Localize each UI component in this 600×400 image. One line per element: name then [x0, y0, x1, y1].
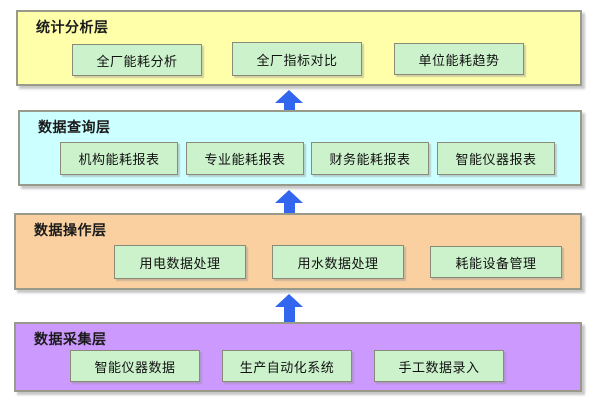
- node-full-plant-index-comparison[interactable]: 全厂指标对比: [232, 42, 362, 76]
- layer-statistical-analysis: 统计分析层 全厂能耗分析 全厂指标对比 单位能耗趋势: [16, 10, 582, 86]
- arrow-head: [275, 90, 303, 103]
- node-manual-data-entry[interactable]: 手工数据录入: [374, 350, 504, 382]
- layer-title-data-acquisition: 数据采集层: [34, 332, 107, 348]
- node-smart-meter-data[interactable]: 智能仪器数据: [70, 350, 200, 382]
- layer-title-data-query: 数据查询层: [38, 120, 111, 136]
- arrow-head: [275, 294, 303, 307]
- arrow-shaft: [284, 201, 295, 218]
- node-org-energy-report[interactable]: 机构能耗报表: [60, 142, 178, 175]
- node-production-automation-system[interactable]: 生产自动化系统: [222, 350, 352, 382]
- node-financial-energy-report[interactable]: 财务能耗报表: [311, 142, 429, 175]
- layer-data-acquisition: 数据采集层 智能仪器数据 生产自动化系统 手工数据录入: [14, 322, 582, 392]
- layer-data-operation: 数据操作层 用电数据处理 用水数据处理 耗能设备管理: [14, 213, 582, 290]
- arrow-shaft: [284, 305, 295, 322]
- node-full-plant-energy-analysis[interactable]: 全厂能耗分析: [72, 44, 202, 76]
- node-energy-equipment-management[interactable]: 耗能设备管理: [430, 246, 562, 278]
- node-electricity-data-processing[interactable]: 用电数据处理: [114, 245, 246, 279]
- node-professional-energy-report[interactable]: 专业能耗报表: [186, 142, 304, 175]
- layer-title-statistical-analysis: 统计分析层: [36, 20, 109, 36]
- arrow-shaft: [284, 101, 295, 118]
- layer-data-query: 数据查询层 机构能耗报表 专业能耗报表 财务能耗报表 智能仪器报表: [18, 110, 582, 186]
- node-smart-meter-report[interactable]: 智能仪器报表: [437, 142, 555, 175]
- node-water-data-processing[interactable]: 用水数据处理: [272, 245, 404, 279]
- arrow-head: [275, 190, 303, 203]
- node-unit-energy-trend[interactable]: 单位能耗趋势: [394, 43, 524, 75]
- layer-title-data-operation: 数据操作层: [34, 223, 107, 239]
